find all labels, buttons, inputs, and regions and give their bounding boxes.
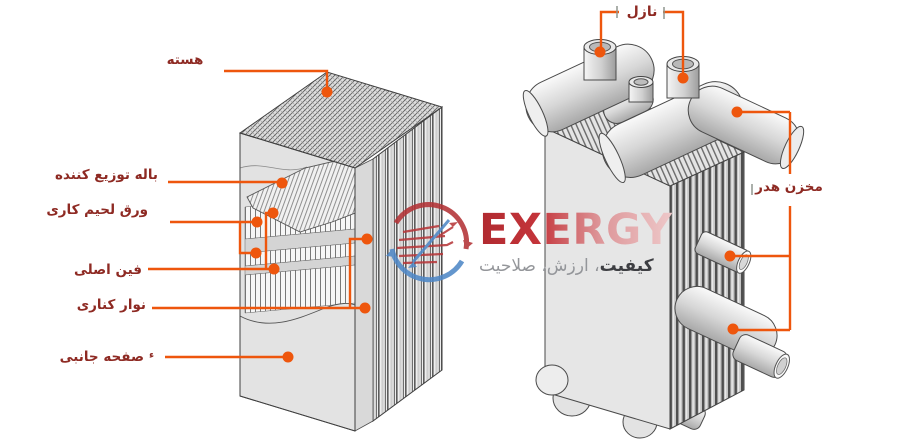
label-main-fin: فین اصلی — [73, 262, 142, 278]
exergy-logo-icon — [386, 202, 473, 283]
label-brazing-sheet: ورق لحیم کاری — [46, 202, 148, 218]
brand-tagline: کیفیت، ارزش، صلاحیت — [479, 255, 654, 276]
port-stub — [628, 76, 654, 103]
leader-lines — [148, 10, 792, 359]
side-plate-mark: ء — [149, 350, 155, 361]
leader-side-bar — [152, 237, 365, 310]
assembled-unit-diagram — [522, 39, 805, 439]
side-nozzle-bottom — [732, 334, 790, 379]
brand-wordmark: EXERGY — [479, 204, 673, 255]
label-header-tank: مخزن هدر — [755, 179, 823, 195]
exergy-watermark: EXERGY کیفیت، ارزش، صلاحیت — [383, 196, 673, 288]
label-distributor-fin: باله توزیع کننده — [54, 167, 158, 183]
label-side-plate: صفحه جانبی — [59, 349, 144, 365]
label-core: هسته — [166, 52, 204, 68]
leader-header-tank — [735, 110, 792, 332]
callout-dots — [250, 46, 743, 363]
leader-nozzle — [599, 10, 685, 73]
leader-core — [224, 69, 329, 87]
label-side-bar: نوار کناری — [76, 297, 146, 313]
annotation-ticks — [616, 6, 753, 195]
cutaway-layers — [240, 156, 355, 431]
label-nozzle: نازل — [626, 4, 658, 20]
